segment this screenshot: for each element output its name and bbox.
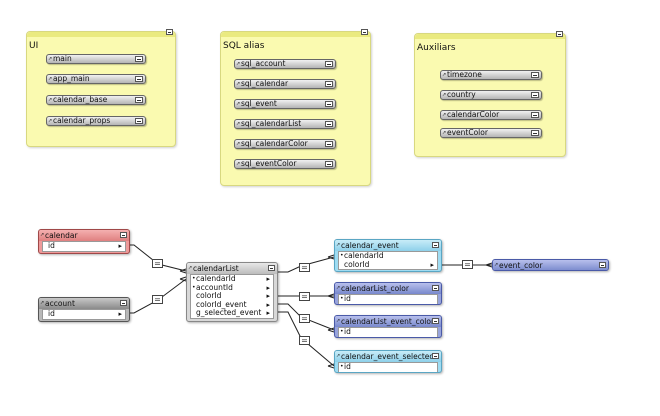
table-occurrence-event-color[interactable]: event_color <box>492 259 609 271</box>
relation-symbol-calendar-event[interactable]: = <box>299 263 310 272</box>
minimize-icon[interactable] <box>135 76 143 82</box>
layout-item-sql-calendarlist[interactable]: sql_calendarList <box>234 119 336 129</box>
field-connector-icon: ▸ <box>118 310 122 318</box>
minimize-icon[interactable] <box>556 31 563 37</box>
minimize-icon[interactable] <box>120 300 127 306</box>
layout-item-timezone[interactable]: timezone <box>440 70 542 80</box>
group-title: SQL alias <box>223 41 265 51</box>
table-occurrence-calendar[interactable]: calendar id▸ <box>38 229 130 254</box>
table-occurrence-calendarlist[interactable]: calendarList •calendarId▸ •accountId▸ co… <box>186 262 278 322</box>
minimize-icon[interactable] <box>268 265 275 271</box>
table-occurrence-calendarlist-color[interactable]: calendarList_color •id <box>334 282 442 305</box>
group-title: UI <box>29 41 39 51</box>
field-connector-icon: ▸ <box>118 242 122 250</box>
layout-item-main[interactable]: main <box>46 54 146 64</box>
layout-item-sql-calendarcolor[interactable]: sql_calendarColor <box>234 139 336 149</box>
table-header[interactable]: calendarList_event_color <box>335 316 441 327</box>
minimize-icon[interactable] <box>432 285 439 291</box>
field-list: •calendarId colorId▸ <box>338 251 438 271</box>
field-list: id▸ <box>42 309 126 320</box>
minimize-icon[interactable] <box>531 130 539 136</box>
field-connector-icon: ▸ <box>266 275 270 283</box>
field-row[interactable]: id▸ <box>48 309 122 318</box>
field-row[interactable]: •id <box>340 327 351 336</box>
minimize-icon[interactable] <box>599 262 606 268</box>
table-occurrence-calendar-event-selected[interactable]: calendar_event_selected •id <box>334 350 442 373</box>
field-row[interactable]: colorId▸ <box>344 259 434 269</box>
field-row[interactable]: colorId▸ <box>196 291 270 301</box>
field-list: •id <box>338 294 438 304</box>
table-occurrence-calendarlist-event-color[interactable]: calendarList_event_color •id <box>334 315 442 338</box>
minimize-icon[interactable] <box>432 353 439 359</box>
minimize-icon[interactable] <box>531 92 539 98</box>
minimize-icon[interactable] <box>166 29 173 35</box>
field-row[interactable]: •id <box>340 362 351 371</box>
minimize-icon[interactable] <box>325 161 333 167</box>
field-row[interactable]: •calendarId <box>340 251 384 260</box>
relation-symbol-account[interactable]: = <box>152 295 163 304</box>
table-header[interactable]: account <box>39 298 129 309</box>
field-connector-icon: ▸ <box>266 283 270 292</box>
group-sql-alias-title-bar[interactable] <box>221 29 370 37</box>
field-row[interactable]: colorId_event▸ <box>196 299 270 309</box>
layout-item-country[interactable]: country <box>440 90 542 100</box>
field-list: id▸ <box>42 241 126 252</box>
minimize-icon[interactable] <box>432 318 439 324</box>
group-auxiliars-title-bar[interactable] <box>415 31 565 39</box>
layout-item-sql-event[interactable]: sql_event <box>234 99 336 109</box>
minimize-icon[interactable] <box>135 97 143 103</box>
field-connector-icon: ▸ <box>266 300 270 309</box>
minimize-icon[interactable] <box>325 121 333 127</box>
layout-item-sql-eventcolor[interactable]: sql_eventColor <box>234 159 336 169</box>
layout-item-calendar-props[interactable]: calendar_props <box>46 116 146 126</box>
minimize-icon[interactable] <box>432 242 439 248</box>
relation-symbol-calendarlist-color[interactable]: = <box>299 292 310 301</box>
field-connector-icon: ▸ <box>430 260 434 269</box>
group-title: Auxiliars <box>417 43 456 53</box>
field-connector-icon: ▸ <box>266 309 270 318</box>
table-header[interactable]: calendarList_color <box>335 283 441 294</box>
field-row[interactable]: •id <box>340 294 351 303</box>
group-ui-title-bar[interactable] <box>27 29 175 37</box>
minimize-icon[interactable] <box>325 141 333 147</box>
relation-symbol-calendar-event-selected[interactable]: = <box>299 336 310 345</box>
table-occurrence-account[interactable]: account id▸ <box>38 297 130 322</box>
field-list: •id <box>338 327 438 337</box>
group-sql-alias[interactable]: SQL alias sql_account sql_calendar sql_e… <box>220 29 371 186</box>
layout-item-app-main[interactable]: app_main <box>46 74 146 84</box>
minimize-icon[interactable] <box>325 81 333 87</box>
field-row[interactable]: id▸ <box>48 241 122 250</box>
layout-item-calendar-base[interactable]: calendar_base <box>46 95 146 105</box>
field-row[interactable]: g_selected_event▸ <box>196 308 270 318</box>
group-ui[interactable]: UI main app_main calendar_base calendar_… <box>26 29 176 147</box>
table-header[interactable]: calendar_event <box>335 240 441 251</box>
minimize-icon[interactable] <box>531 72 539 78</box>
relation-symbol-calendar[interactable]: = <box>152 259 163 268</box>
layout-item-calendarcolor[interactable]: calendarColor <box>440 110 542 120</box>
minimize-icon[interactable] <box>135 56 143 62</box>
layout-item-sql-account[interactable]: sql_account <box>234 59 336 69</box>
layout-item-eventcolor[interactable]: eventColor <box>440 128 542 138</box>
minimize-icon[interactable] <box>120 232 127 238</box>
layout-item-sql-calendar[interactable]: sql_calendar <box>234 79 336 89</box>
minimize-icon[interactable] <box>531 112 539 118</box>
table-header[interactable]: calendar_event_selected <box>335 351 441 362</box>
group-auxiliars[interactable]: Auxiliars timezone country calendarColor… <box>414 31 566 157</box>
table-occurrence-calendar-event[interactable]: calendar_event •calendarId colorId▸ <box>334 239 442 272</box>
relation-symbol-event-color[interactable]: = <box>462 260 473 269</box>
table-header[interactable]: calendarList <box>187 263 277 274</box>
minimize-icon[interactable] <box>361 29 368 35</box>
field-row[interactable]: •calendarId▸ <box>192 274 270 283</box>
field-row[interactable]: •accountId▸ <box>192 282 270 292</box>
field-connector-icon: ▸ <box>266 292 270 301</box>
minimize-icon[interactable] <box>135 118 143 124</box>
field-list: •calendarId▸ •accountId▸ colorId▸ colorI… <box>190 274 274 319</box>
relation-symbol-calendarlist-event-color[interactable]: = <box>299 314 310 323</box>
minimize-icon[interactable] <box>325 61 333 67</box>
table-header[interactable]: event_color <box>493 260 608 270</box>
minimize-icon[interactable] <box>325 101 333 107</box>
field-list: •id <box>338 362 438 372</box>
table-header[interactable]: calendar <box>39 230 129 241</box>
